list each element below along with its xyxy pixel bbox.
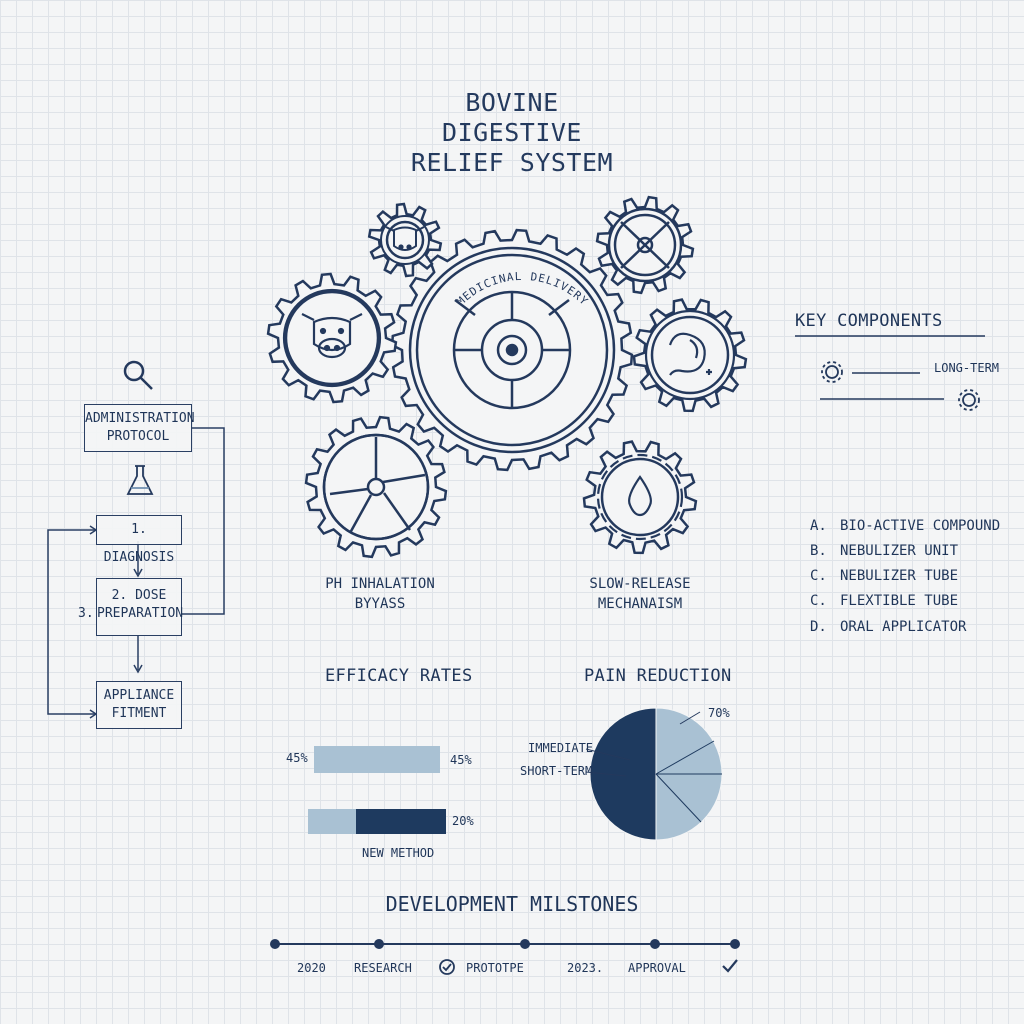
bypass-caption-line-1: PH INHALATION: [325, 576, 435, 592]
component-text: FLEXTIBLE TUBE: [840, 593, 959, 609]
pie-label-short-term: SHORT-TERM: [520, 764, 593, 778]
pie-slice-immediate: [589, 707, 657, 841]
slow-release-caption-line-1: SLOW-RELEASE: [589, 576, 691, 592]
key-components-title: KEY COMPONENTS: [795, 311, 943, 331]
pain-reduction-pie: [585, 707, 723, 841]
gear-stomach-ring: [650, 315, 730, 395]
component-item: D. ORAL APPLICATOR: [810, 619, 966, 635]
gear-icon: [821, 361, 843, 383]
component-letter: C.: [810, 568, 827, 584]
step-3-marker: 3.: [78, 606, 94, 621]
dose-line-1: 2. DOSE: [111, 588, 167, 603]
stomach-icon: [644, 309, 736, 401]
valve-wheel-icon: [607, 207, 683, 283]
pie-leader-line: [585, 748, 631, 761]
title-line-1: BOVINE: [465, 88, 559, 117]
efficacy-bar-1: [314, 746, 440, 773]
gear-cow-small-ring: [385, 220, 425, 260]
title-line-2: DIGESTIVE: [442, 118, 582, 147]
bar2-caption: NEW METHOD: [362, 846, 435, 860]
gear-cow-small: [367, 202, 443, 278]
key-components-decor: [795, 335, 985, 400]
cow-icon-small: [380, 215, 430, 265]
gear-bypass: [304, 415, 448, 559]
component-letter: C.: [810, 593, 827, 609]
bar1-left-label: 45%: [286, 751, 308, 765]
pie-leader-line: [679, 711, 701, 725]
medicinal-delivery-gear: [415, 253, 609, 447]
cow-icon: [282, 288, 382, 388]
component-item: B. NEBULIZER UNIT: [810, 543, 958, 559]
slow-release-caption: SLOW-RELEASE MECHANAISM: [560, 574, 720, 614]
component-text: ORAL APPLICATOR: [840, 619, 967, 635]
appliance-fitment-box: APPLIANCE FITMENT: [96, 681, 182, 729]
administration-protocol-box: ADMINISTRATION PROTOCOL: [84, 404, 195, 452]
check-icon-final: [722, 959, 738, 973]
gear-center-ring: [408, 246, 616, 454]
magnifier-icon: [123, 360, 153, 390]
diagnosis-box: 1. DIAGNOSIS: [96, 515, 182, 565]
component-text: BIO-ACTIVE COMPOUND: [840, 518, 1001, 534]
gear-icon-2: [958, 389, 980, 411]
pie-leader-line: [585, 771, 627, 777]
fitment-line-1: APPLIANCE: [103, 688, 175, 703]
title-line-3: RELIEF SYSTEM: [410, 148, 614, 177]
milestone-research: RESEARCH: [354, 961, 412, 975]
component-item: C. FLEXTIBLE TUBE: [810, 593, 958, 609]
gear-cow-ring: [284, 290, 380, 386]
administration-line-1: ADMINISTRATION: [85, 411, 195, 426]
flow-connectors: [47, 427, 225, 719]
milestone-2023: 2023.: [567, 961, 604, 975]
dose-preparation-box: 2. DOSE PREPARATION: [96, 578, 184, 636]
component-text: NEBULIZER TUBE: [840, 568, 959, 584]
dose-line-2: PREPARATION: [97, 606, 184, 621]
pie-divider: [655, 773, 702, 823]
pain-title: PAIN REDUCTION: [584, 666, 732, 686]
component-item: C. NEBULIZER TUBE: [810, 568, 958, 584]
milestone-approval: APPROVAL: [628, 961, 686, 975]
bar1-right-label: 45%: [450, 753, 472, 767]
component-letter: A.: [810, 518, 827, 534]
slow-release-caption-line-2: MECHANAISM: [597, 596, 683, 612]
component-item: A. BIO-ACTIVE COMPOUND: [810, 518, 1000, 534]
component-letter: B.: [810, 543, 827, 559]
flask-icon: [126, 465, 154, 495]
check-icon: [439, 959, 455, 975]
administration-line-2: PROTOCOL: [106, 429, 170, 444]
component-letter: D.: [810, 619, 827, 635]
page-title: BOVINE DIGESTIVE RELIEF SYSTEM: [0, 88, 1024, 178]
milestones-title: DEVELOPMENT MILSTONES: [385, 892, 639, 916]
pie-divider: [655, 740, 715, 775]
droplet-icon: [596, 453, 684, 541]
bypass-caption-line-2: BYYASS: [354, 596, 406, 612]
long-term-label: LONG-TERM: [934, 361, 1000, 375]
pie-label-immediate: IMMEDIATE: [528, 741, 594, 755]
fitment-line-2: FITMENT: [111, 706, 167, 721]
bypass-caption: PH INHALATION BYYASS: [300, 574, 460, 614]
efficacy-title: EFFICACY RATES: [325, 666, 473, 686]
efficacy-bar-2: [356, 809, 446, 834]
bypass-wheel-icon: [322, 433, 430, 541]
gear-top-right-ring: [613, 213, 677, 277]
efficacy-bar-2-track: [308, 809, 446, 834]
bar2-right-label: 20%: [452, 814, 474, 828]
milestone-timeline: [270, 939, 740, 949]
pie-label-pct: 70%: [708, 706, 730, 720]
gear-droplet-ring: [600, 457, 680, 537]
milestone-prototype: PROTOTPE: [466, 961, 524, 975]
component-text: NEBULIZER UNIT: [840, 543, 959, 559]
diagnosis-label: 1. DIAGNOSIS: [103, 522, 175, 565]
milestone-2020: 2020: [297, 961, 326, 975]
